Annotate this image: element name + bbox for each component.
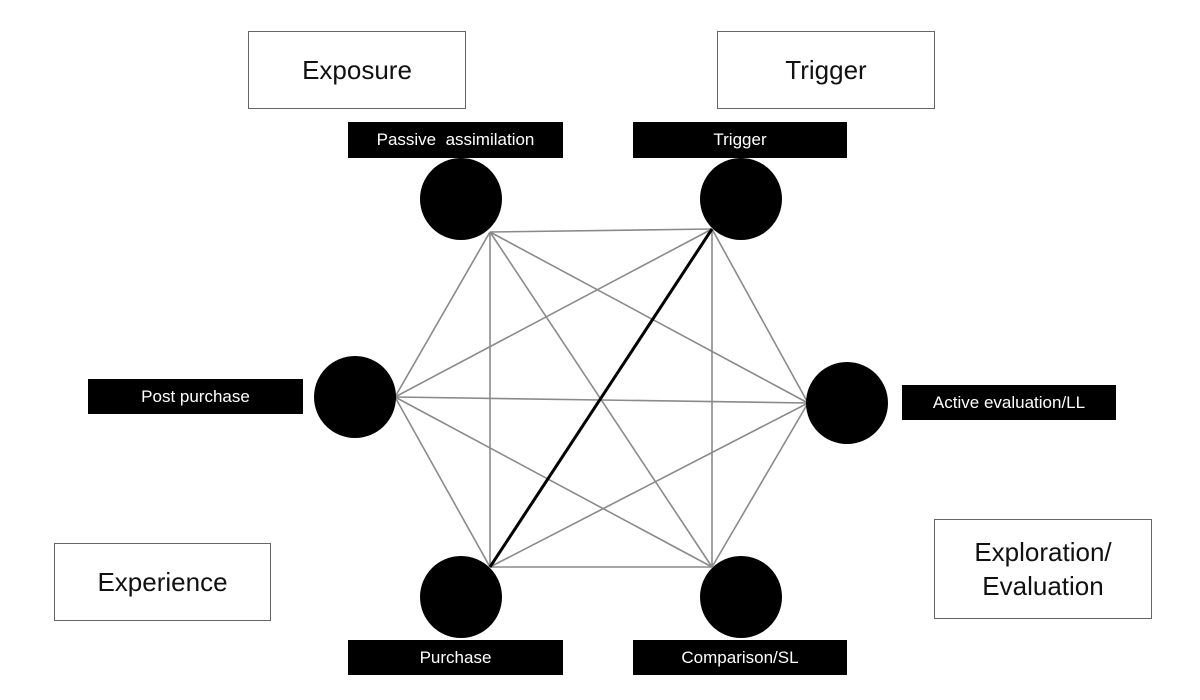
edge-trigger-postpurchase: [394, 228, 713, 398]
stage-box-exposure: Exposure: [248, 31, 466, 109]
edge-active-comparison: [711, 402, 809, 568]
node-label-comparison: Comparison/SL: [633, 640, 847, 675]
node-label-purchase: Purchase: [348, 640, 563, 675]
node-post-purchase: [314, 356, 396, 438]
edge-passive-trigger: [489, 228, 713, 233]
stage-box-trigger: Trigger: [717, 31, 935, 109]
edge-postpurchase-active: [394, 396, 809, 404]
stage-label-experience: Experience: [97, 567, 228, 597]
node-purchase: [420, 556, 502, 638]
node-label-active-evaluation: Active evaluation/LL: [902, 385, 1116, 420]
stage-label-exploration-line2: Evaluation: [982, 571, 1104, 601]
edge-active-purchase: [489, 402, 809, 568]
stage-box-experience: Experience: [54, 543, 271, 621]
node-label-trigger: Trigger: [633, 122, 847, 158]
stage-label-trigger: Trigger: [785, 55, 867, 85]
node-label-post-purchase: Post purchase: [88, 379, 303, 414]
node-label-passive-assimilation: Passive assimilation: [348, 122, 563, 158]
edge-trigger-active: [711, 228, 809, 404]
stage-label-exposure: Exposure: [302, 55, 412, 85]
edge-trigger-purchase-highlight: [488, 228, 714, 568]
edge-passive-active: [489, 231, 809, 404]
edge-passive-postpurchase: [394, 231, 491, 398]
node-comparison: [700, 556, 782, 638]
stage-box-exploration: Exploration/ Evaluation: [934, 519, 1152, 619]
stage-label-exploration-line1: Exploration/: [974, 537, 1112, 567]
edge-postpurchase-comparison: [394, 396, 713, 568]
node-passive-assimilation: [420, 158, 502, 240]
node-trigger: [700, 158, 782, 240]
node-active-evaluation: [806, 362, 888, 444]
edge-postpurchase-purchase: [394, 396, 491, 568]
